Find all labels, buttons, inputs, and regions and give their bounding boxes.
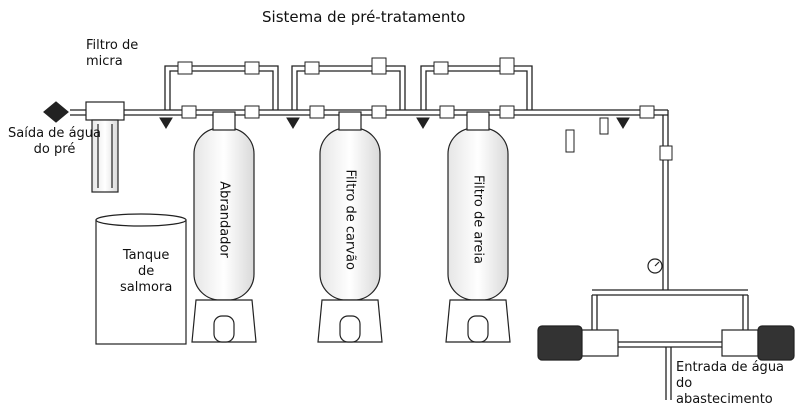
drain-taps — [159, 117, 630, 129]
softener-label: Abrandador — [216, 181, 232, 258]
micron-filter-label: Filtro de micra — [86, 38, 139, 69]
outlet-label: Saída de água do pré — [8, 126, 101, 157]
pressure-gauge-icon — [647, 258, 663, 274]
valve-icon — [177, 57, 673, 161]
pump-icon — [537, 325, 795, 361]
vessels — [191, 111, 511, 343]
diagram-title: Sistema de pré-tratamento — [262, 8, 466, 26]
brine-tank-label: Tanque de salmora — [120, 248, 173, 295]
outlet-nozzle — [43, 101, 69, 123]
pump-manifold — [591, 289, 749, 400]
sand-filter-label: Filtro de areia — [470, 175, 486, 264]
carbon-filter-label: Filtro de carvão — [342, 169, 358, 270]
brine-tank-shape — [95, 213, 187, 345]
micron-filter — [85, 101, 125, 193]
bypass-loops — [164, 65, 533, 110]
inlet-label: Entrada de água do abastecimento — [676, 360, 785, 407]
